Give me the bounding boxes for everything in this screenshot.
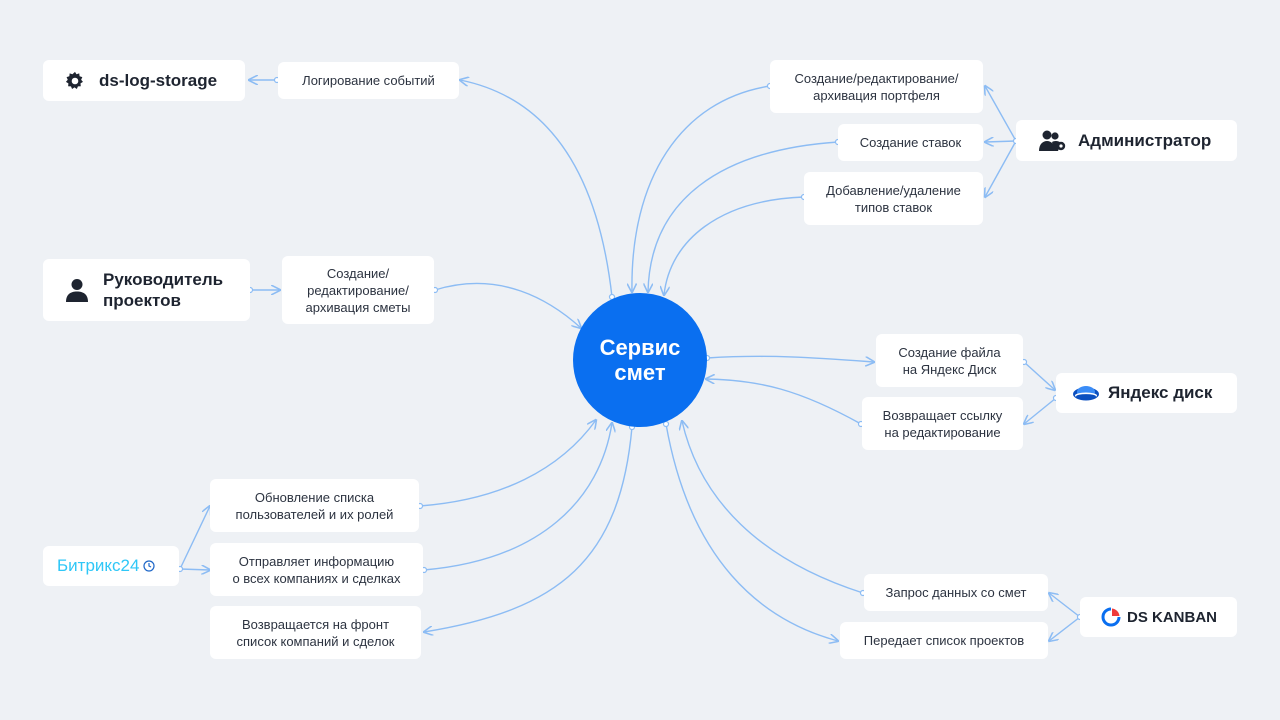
action-companies-info: Отправляет информацию о всех компаниях и… [210,543,423,596]
link-portfolio-to-center [632,85,771,292]
action-kanban-request: Запрос данных со смет [864,574,1048,611]
entity-ds-log-storage: ds-log-storage [43,60,245,101]
entity-label: ds-log-storage [99,70,218,90]
kanban-logo-icon [1100,606,1122,628]
link-kanban-to-request [1049,593,1081,618]
entity-bitrix24: Битрикс24 [43,546,179,586]
action-rate-types: Добавление/удаление типов ставок [804,172,983,225]
link-bitrix-to-users [179,506,210,570]
action-front-return: Возвращается на фронт список компаний и … [210,606,421,659]
yandex-disk-icon [1072,383,1100,403]
link-companies-to-center [423,423,612,571]
link-rates-to-center [648,141,839,292]
action-portfolio: Создание/редактирование/ архивация портф… [770,60,983,113]
action-users-update: Обновление списка пользователей и их рол… [210,479,419,532]
link-bitrix-to-companies [179,569,210,570]
entity-label: Битрикс24 [57,556,140,575]
users-gear-icon [1038,128,1068,154]
entity-label: Яндекс диск [1108,383,1213,402]
link-center-to-projects [665,423,838,641]
link-kanban-to-projects [1049,616,1081,641]
clock-icon [142,559,156,573]
link-center-to-log [460,80,613,298]
action-yandex-create: Создание файла на Яндекс Диск [876,334,1023,387]
action-kanban-projects: Передает список проектов [840,622,1048,659]
action-log-events: Логирование событий [278,62,459,99]
action-rates: Создание ставок [838,124,983,161]
link-request-to-center [682,421,864,594]
link-yandex-to-ylink [1024,397,1057,424]
link-center-to-ycreate [706,355,874,362]
entity-yandex-disk: Яндекс диск [1056,373,1237,413]
link-ratetypes-to-center [664,196,805,295]
link-ylink-to-center [706,379,862,425]
link-admin-to-rates [985,141,1017,142]
link-center-to-front [424,426,633,632]
link-estimate-to-center [434,282,581,328]
entity-label: DS KANBAN [1127,608,1217,626]
gear-icon [63,69,87,93]
link-admin-to-portfolio [985,86,1017,142]
link-admin-to-ratetypes [985,140,1017,197]
entity-label: Руководитель проектов [103,270,224,310]
action-yandex-link: Возвращает ссылку на редактирование [862,397,1023,450]
entity-administrator: Администратор [1016,120,1237,161]
entity-project-manager: Руководитель проектов [43,259,250,321]
service-estimates-node: Сервис смет [573,293,707,427]
link-users-to-center [419,420,596,507]
link-ycreate-to-yandex [1023,361,1055,390]
entity-ds-kanban: DS KANBAN [1080,597,1237,637]
user-icon [65,277,89,303]
action-estimate: Создание/ редактирование/ архивация смет… [282,256,434,324]
entity-label: Администратор [1078,130,1212,150]
